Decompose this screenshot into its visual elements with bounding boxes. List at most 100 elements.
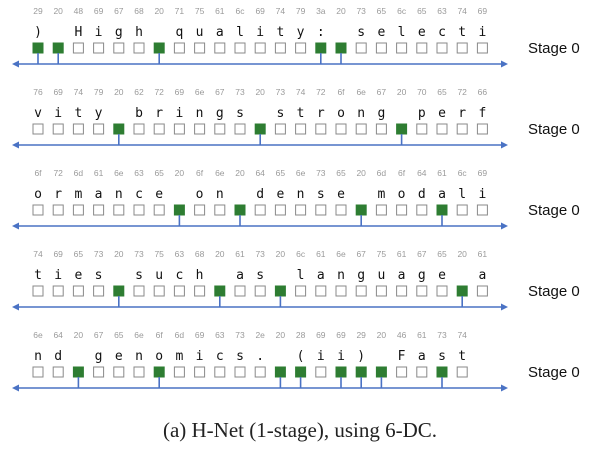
byte-box — [173, 285, 185, 297]
byte-char-label: e — [438, 268, 446, 283]
byte-hex-label: 65 — [377, 6, 387, 16]
byte-hex-label: 61 — [437, 168, 447, 178]
byte-char-label: t — [458, 349, 466, 364]
byte-box — [335, 285, 347, 297]
byte-char-label: : — [317, 25, 325, 40]
byte-hex-label: 6d — [377, 168, 387, 178]
byte-char-label: H — [74, 25, 82, 40]
byte-hex-label: 76 — [33, 87, 43, 97]
stage-label: Stage 0 — [528, 121, 580, 138]
byte-hex-label: 69 — [478, 168, 488, 178]
byte-char-label: i — [54, 268, 62, 283]
byte-char-label: i — [54, 106, 62, 121]
byte-hex-label: 75 — [195, 6, 205, 16]
byte-hex-label: 6f — [34, 168, 42, 178]
stage-label: Stage 0 — [528, 364, 580, 381]
byte-hex-label: 73 — [235, 87, 245, 97]
selected-byte-box — [214, 285, 226, 297]
byte-box — [436, 42, 448, 54]
byte-box — [93, 204, 105, 216]
byte-hex-label: 61 — [94, 168, 104, 178]
byte-char-label: c — [175, 268, 183, 283]
byte-hex-label: 79 — [94, 87, 104, 97]
byte-box — [194, 366, 206, 378]
byte-hex-label: 69 — [94, 6, 104, 16]
left-arrowhead — [12, 384, 19, 392]
selected-byte-box — [32, 42, 44, 54]
byte-box — [456, 204, 468, 216]
byte-char-label: r — [458, 106, 466, 121]
byte-hex-label: 69 — [53, 249, 63, 259]
byte-box — [93, 366, 105, 378]
byte-box — [194, 123, 206, 135]
byte-box — [194, 42, 206, 54]
byte-box — [416, 366, 428, 378]
byte-hex-label: 69 — [175, 87, 185, 97]
byte-box — [153, 123, 165, 135]
byte-char-label: a — [438, 187, 446, 202]
byte-box — [396, 366, 408, 378]
byte-hex-label: 6e — [134, 330, 144, 340]
byte-box — [214, 42, 226, 54]
byte-char-label: h — [196, 268, 204, 283]
byte-hex-label: 20 — [114, 249, 124, 259]
byte-box — [214, 366, 226, 378]
byte-hex-label: 68 — [134, 6, 144, 16]
byte-box — [214, 204, 226, 216]
byte-char-label: s — [317, 187, 325, 202]
byte-char-label: c — [216, 349, 224, 364]
byte-box — [93, 123, 105, 135]
selected-byte-box — [335, 366, 347, 378]
byte-box — [396, 285, 408, 297]
left-arrowhead — [12, 222, 19, 230]
byte-box — [194, 285, 206, 297]
byte-hex-label: 72 — [316, 87, 326, 97]
byte-box — [295, 42, 307, 54]
byte-char-label: t — [297, 106, 305, 121]
byte-hex-label: 69 — [336, 330, 346, 340]
byte-char-label: u — [196, 25, 204, 40]
byte-char-label: s — [95, 268, 103, 283]
byte-char-label: g — [115, 25, 123, 40]
byte-box — [93, 42, 105, 54]
byte-hex-label: 6d — [175, 330, 185, 340]
byte-char-label: c — [135, 187, 143, 202]
byte-hex-label: 74 — [276, 6, 286, 16]
left-arrowhead — [12, 60, 19, 68]
byte-char-label: e — [155, 187, 163, 202]
byte-hex-label: 66 — [478, 87, 488, 97]
byte-char-label: m — [377, 187, 385, 202]
byte-char-label: y — [297, 25, 305, 40]
byte-hex-label: 64 — [417, 168, 427, 178]
byte-hex-label: 6d — [74, 168, 84, 178]
left-arrowhead — [12, 303, 19, 311]
byte-box — [214, 123, 226, 135]
byte-hex-label: 74 — [33, 249, 43, 259]
byte-char-label: d — [418, 187, 426, 202]
byte-hex-label: 71 — [175, 6, 185, 16]
byte-box — [133, 42, 145, 54]
byte-hex-label: 63 — [215, 330, 225, 340]
right-arrowhead — [501, 384, 508, 392]
byte-char-label: h — [135, 25, 143, 40]
byte-box — [194, 204, 206, 216]
byte-hex-label: 67 — [94, 330, 104, 340]
byte-box — [456, 42, 468, 54]
byte-hex-label: 73 — [316, 168, 326, 178]
byte-char-label: p — [418, 106, 426, 121]
byte-char-label: g — [216, 106, 224, 121]
byte-box — [72, 123, 84, 135]
byte-box — [476, 123, 488, 135]
byte-hex-label: 20 — [53, 6, 63, 16]
selected-byte-box — [436, 366, 448, 378]
byte-hex-label: 61 — [316, 249, 326, 259]
byte-hex-label: 69 — [478, 6, 488, 16]
byte-hex-label: 69 — [255, 6, 265, 16]
byte-char-label: r — [155, 106, 163, 121]
byte-hex-label: 20 — [175, 168, 185, 178]
byte-box — [133, 123, 145, 135]
byte-hex-label: 6f — [398, 168, 406, 178]
byte-char-label: t — [276, 25, 284, 40]
byte-char-label: s — [135, 268, 143, 283]
byte-hex-label: 48 — [74, 6, 84, 16]
